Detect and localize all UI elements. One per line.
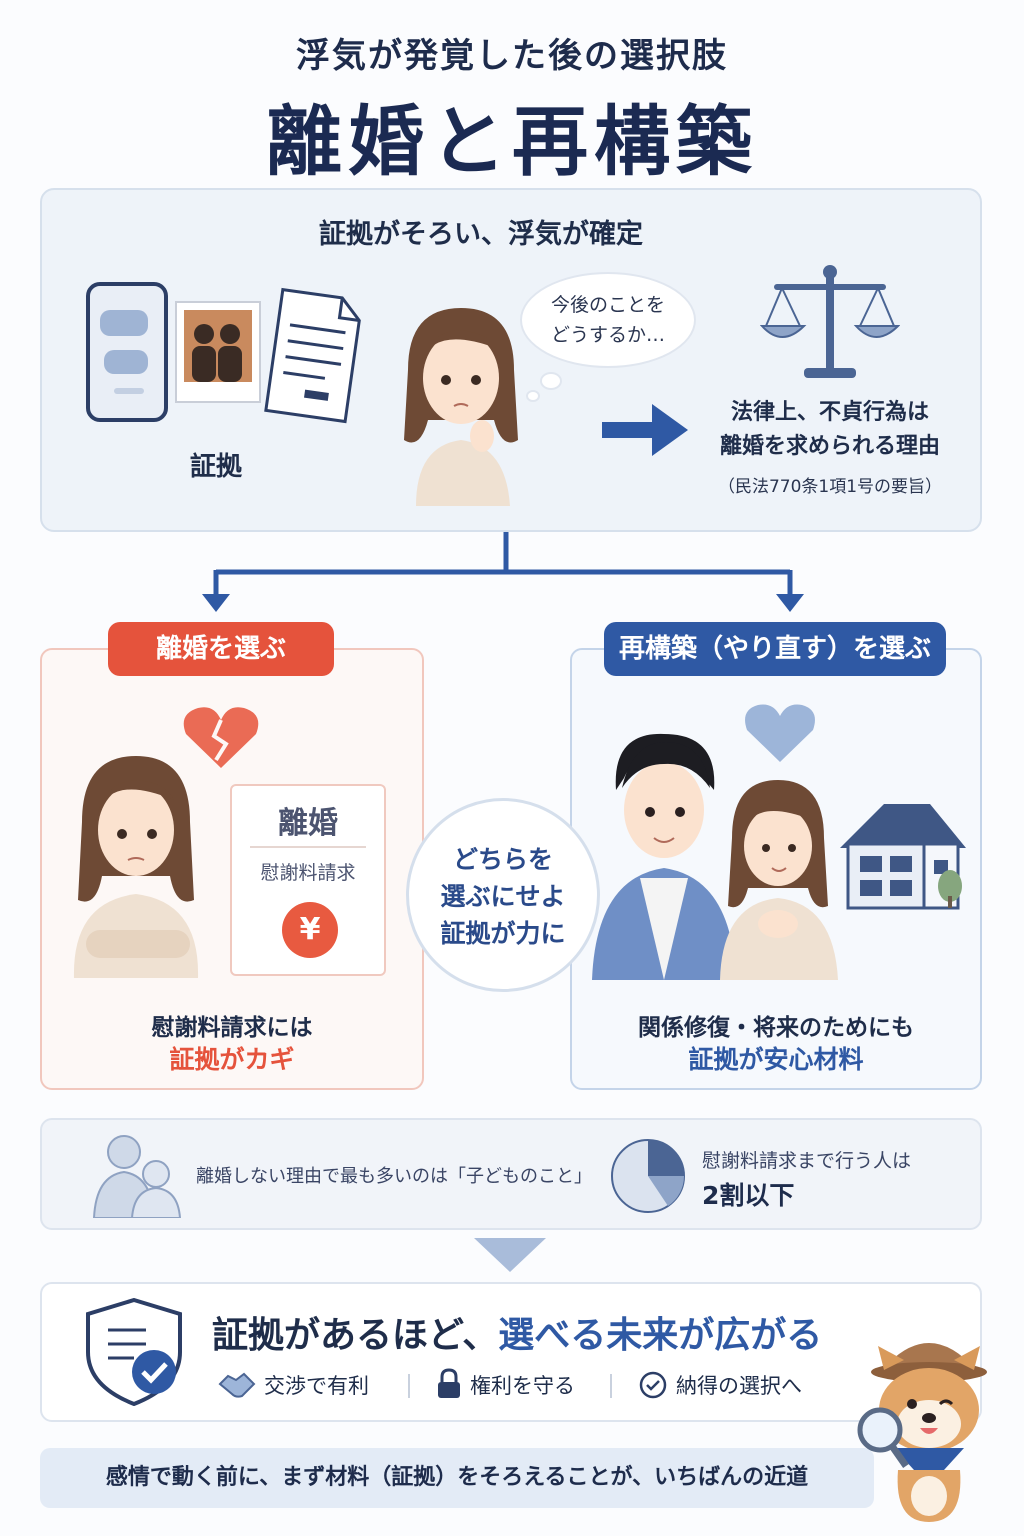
dog-detective-mascot [857,1343,987,1522]
arrow-down-icon [474,1238,546,1272]
conclusion-panel [40,1282,982,1422]
woman-thinking-illustration [404,308,518,506]
conclusion-title-part-1: 証拠があるほど、 [212,1315,499,1356]
center-line-2: 選ぶにせよ [440,882,566,911]
stats-panel [40,1118,982,1230]
evidence-illustration [86,282,361,424]
shield-check-icon [86,1298,182,1406]
separator [408,1374,410,1398]
yen-icon: ¥ [282,902,338,958]
page-subtitle: 浮気が発覚した後の選択肢 [296,36,728,76]
thought-bubble: 今後のことを どうするか… [520,272,696,368]
law-line-1: 法律上、不貞行為は [730,400,929,425]
thought-line-2: どうするか… [550,324,665,346]
law-text: 法律上、不貞行為は 離婚を求められる理由 [690,396,970,464]
reconcile-caption-2: 証拠が安心材料 [688,1045,864,1074]
center-line-1: どちらを [452,845,553,874]
benefit-negotiation: 交渉で有利 [264,1374,369,1398]
conclusion-title: 証拠があるほど、選べる未来が広がる [212,1306,822,1358]
branch-connector [202,532,804,612]
heart-icon [745,704,815,762]
reconcile-caption-1: 関係修復・将来のためにも [638,1015,914,1041]
law-note: （民法770条1項1号の要旨） [717,477,943,497]
reconcile-option-label: 再構築（やり直す）を選ぶ [604,622,946,676]
document-icon [264,287,361,424]
woman-arms-crossed-illustration [73,756,199,978]
evidence-label: 証拠 [190,452,243,482]
footer-message: 感情で動く前に、まず材料（証拠）をそろえることが、いちばんの近道 [40,1448,874,1508]
couple-illustration [592,733,838,980]
parent-child-icon [92,1135,182,1218]
check-circle-icon [639,1371,667,1399]
broken-heart-icon [183,707,259,768]
stat-claim-value: 2割以下 [702,1181,795,1210]
center-line-3: 証拠が力に [440,919,566,948]
divorce-box-subtitle: 慰謝料請求 [260,862,356,884]
photo-icon [175,301,261,403]
thought-dot [540,372,562,390]
divorce-caption-1: 慰謝料請求には [151,1015,313,1041]
benefit-rights: 権利を守る [470,1374,575,1398]
thought-line-1: 今後のことを [550,294,665,316]
separator [610,1374,612,1398]
thought-dot [526,390,540,402]
benefit-decision: 納得の選択へ [676,1374,802,1398]
scales-icon [760,265,900,378]
page-title: 離婚と再構築 [266,97,758,186]
arrow-right-icon [602,404,688,456]
lock-icon [438,1368,460,1398]
divorce-caption-2: 証拠がカギ [169,1045,295,1074]
handshake-icon [218,1372,256,1398]
divorce-option-label: 離婚を選ぶ [108,622,334,676]
situation-title: 証拠がそろい、浮気が確定 [319,219,643,250]
center-message-circle: どちらを 選ぶにせよ 証拠が力に [406,798,600,992]
smartphone-icon [86,282,168,422]
divider [250,846,366,848]
stat-claim-label: 慰謝料請求まで行う人は [702,1150,912,1172]
stat-children-reason: 離婚しない理由で最も多いのは「子どものこと」 [196,1166,592,1187]
law-line-2: 離婚を求められる理由 [719,434,940,459]
pie-chart-icon [611,1139,685,1213]
conclusion-title-part-2: 選べる未来が広がる [498,1315,823,1356]
house-icon [840,804,966,910]
divorce-box-title: 離婚 [278,806,338,841]
